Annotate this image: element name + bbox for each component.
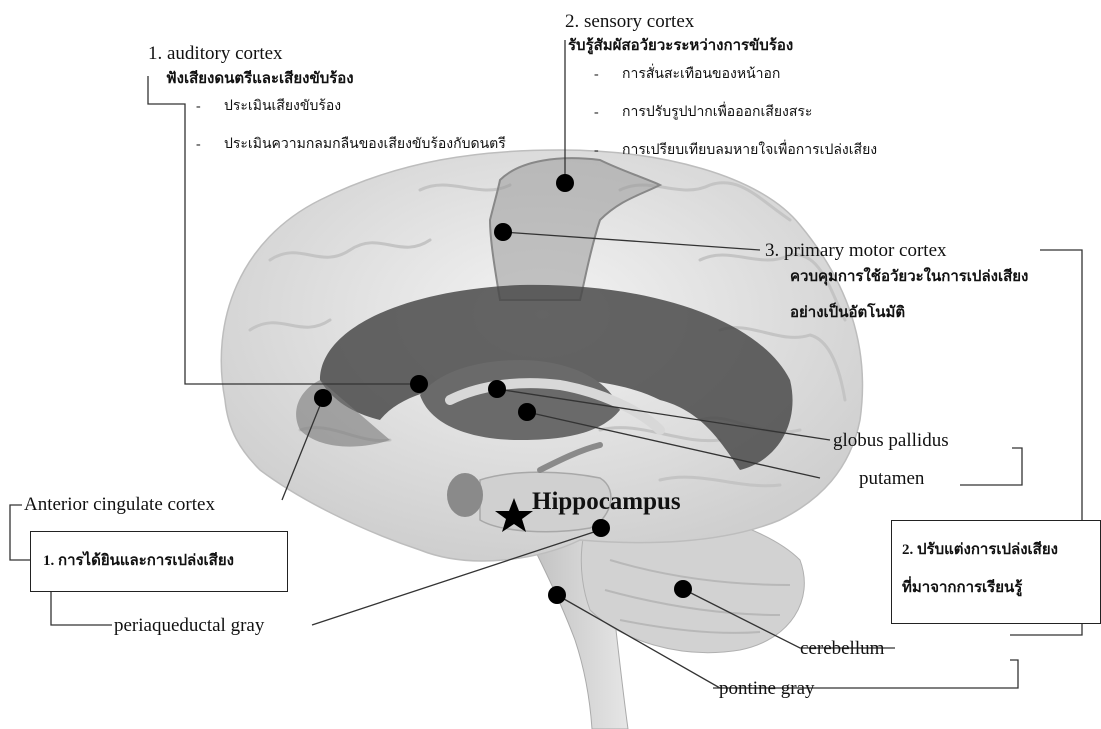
dot-anterior — [314, 389, 332, 407]
anterior-cingulate-label: Anterior cingulate cortex — [24, 495, 215, 514]
periaqueductal-gray-label: periaqueductal gray — [114, 616, 264, 635]
sensory-subtitle: รับรู้สัมผัสอวัยวะระหว่างการขับร้อง — [568, 39, 793, 54]
box2-line1: 2. ปรับแต่งการเปล่งเสียง — [902, 543, 1058, 558]
sensory-item: -การสั่นสะเทือนของหน้าอก — [594, 68, 780, 82]
motor-subtitle-2: อย่างเป็นอัตโนมัติ — [790, 306, 905, 321]
dot-sensory — [556, 174, 574, 192]
dot-auditory — [410, 375, 428, 393]
pontine-gray-label: pontine gray — [719, 679, 815, 698]
learned-vocalization-box: 2. ปรับแต่งการเปล่งเสียง ที่มาจากการเรีย… — [891, 520, 1101, 624]
line-gp-bracket — [960, 448, 1022, 485]
sensory-item: -การเปรียบเทียบลมหายใจเพื่อการเปล่งเสียง — [594, 144, 877, 158]
dot-putamen — [518, 403, 536, 421]
motor-subtitle-1: ควบคุมการใช้อวัยวะในการเปล่งเสียง — [790, 270, 1028, 285]
dot-cerebellum — [674, 580, 692, 598]
motor-title: 3. primary motor cortex — [765, 241, 947, 260]
box2-line2: ที่มาจากการเรียนรู้ — [902, 581, 1022, 596]
cerebellum-label: cerebellum — [800, 639, 884, 658]
sensory-title: 2. sensory cortex — [565, 12, 694, 31]
box1-text: 1. การได้ยินและการเปล่งเสียง — [43, 554, 234, 569]
auditory-title: 1. auditory cortex — [148, 44, 283, 63]
dot-periaqueductal — [592, 519, 610, 537]
dot-motor — [494, 223, 512, 241]
auditory-item: -ประเมินความกลมกลืนของเสียงขับร้องกับดนต… — [196, 138, 506, 152]
hippocampus-label: Hippocampus — [532, 489, 681, 514]
globus-pallidus-label: globus pallidus — [833, 431, 949, 450]
line-periaqueductal — [51, 592, 112, 625]
auditory-item: -ประเมินเสียงขับร้อง — [196, 100, 341, 114]
auditory-subtitle: ฟังเสียงดนตรีและเสียงขับร้อง — [166, 72, 354, 87]
dot-globus — [488, 380, 506, 398]
putamen-label: putamen — [859, 469, 924, 488]
dot-pontine — [548, 586, 566, 604]
hearing-vocalization-box: 1. การได้ยินและการเปล่งเสียง — [30, 531, 288, 592]
sensory-item: -การปรับรูปปากเพื่อออกเสียงสระ — [594, 106, 812, 120]
